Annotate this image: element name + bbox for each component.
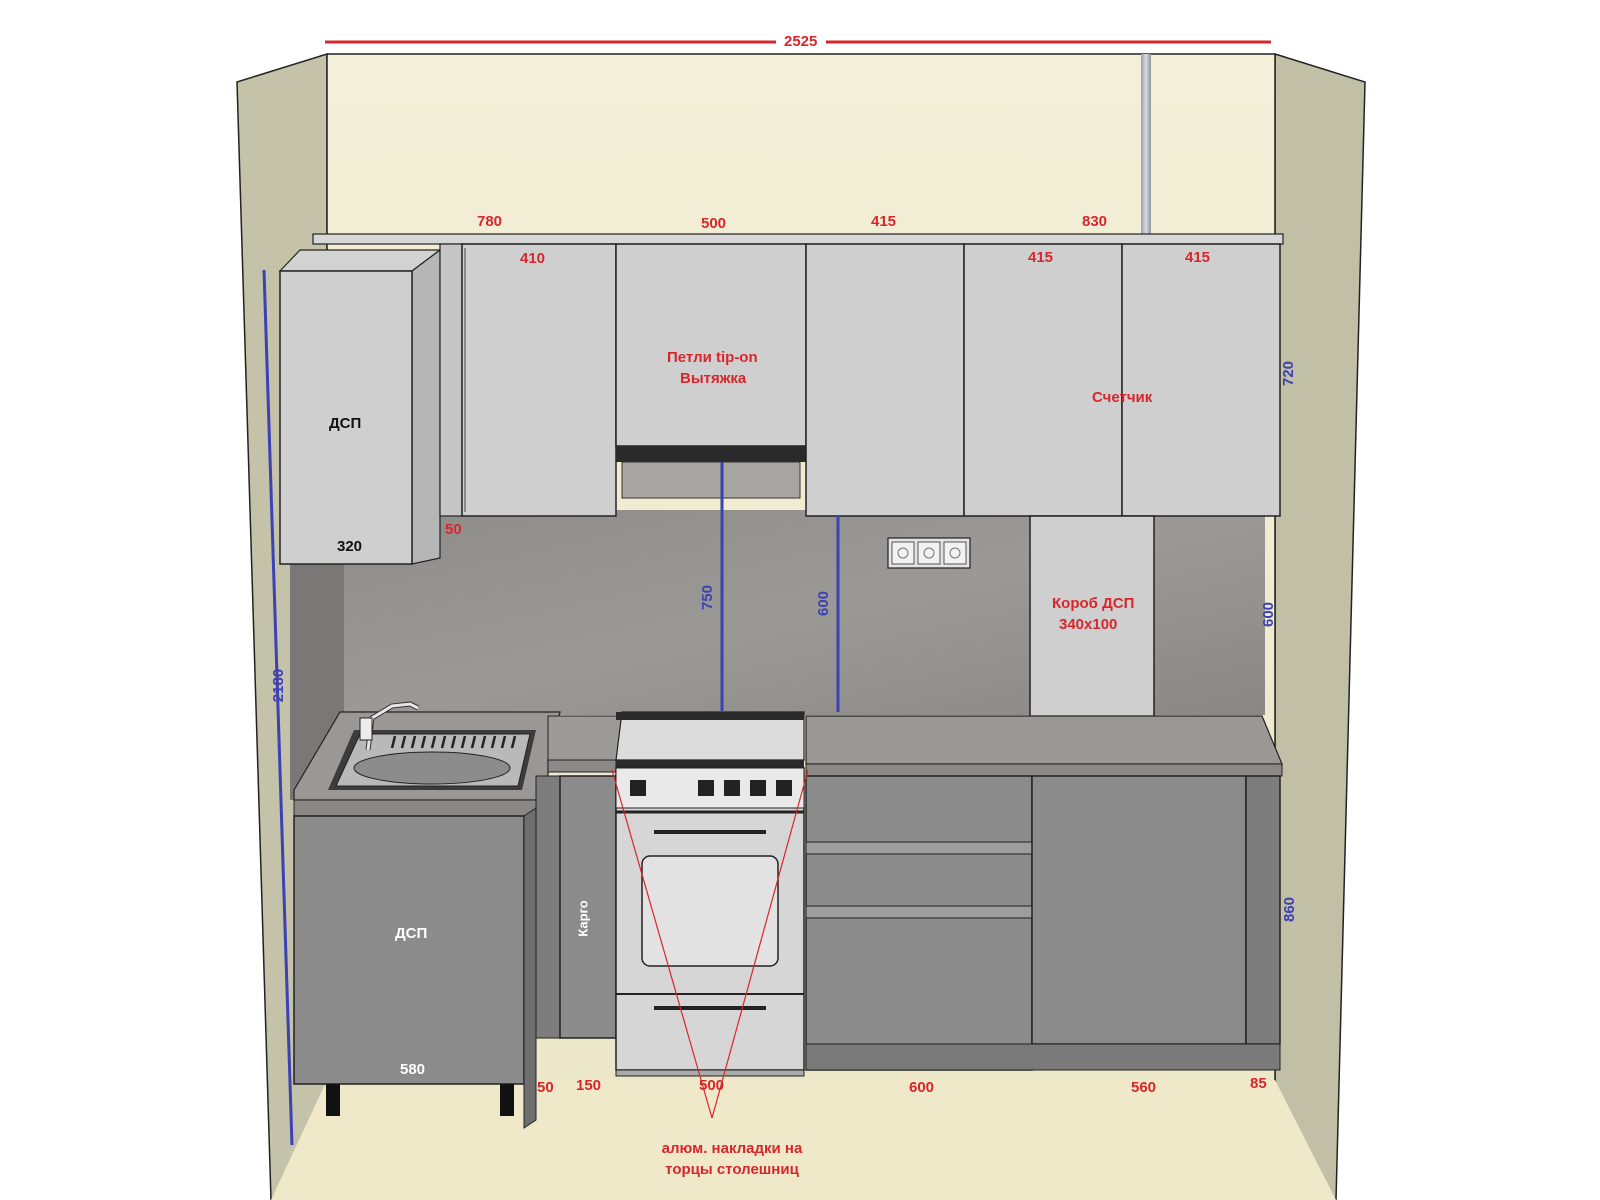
dim-hood-to-counter: 750 — [699, 584, 717, 611]
aluminum-note: алюм. накладки на торцы столешниц — [632, 1138, 832, 1180]
upper-cabinet-410 — [461, 243, 617, 517]
hood-cabinet — [615, 243, 807, 447]
dim-upper-left-group: 780 — [477, 213, 503, 230]
dim-cab-to-counter: 600 — [815, 590, 833, 617]
dim-upper-hood: 500 — [701, 215, 727, 232]
upper-material-label: ДСП — [329, 415, 362, 432]
upper-corner-cabinet — [279, 270, 413, 565]
right-base-cabinet — [1031, 775, 1247, 1045]
sink-base-cabinet — [293, 815, 525, 1085]
floor — [271, 1080, 1336, 1200]
dim-upper-mid: 415 — [871, 213, 897, 230]
lower-material-label: ДСП — [395, 925, 428, 942]
dim-base-gap: 50 — [537, 1079, 554, 1096]
meter-box — [1029, 515, 1155, 719]
hood-note-tip-on: Петли tip-on — [667, 349, 758, 366]
dim-sink-cab: 580 — [400, 1061, 426, 1078]
cargo-label: Карго — [575, 900, 591, 937]
dim-cargo: 150 — [576, 1077, 602, 1094]
dim-drawers: 600 — [909, 1079, 935, 1096]
sink — [328, 701, 536, 790]
dim-base-right: 560 — [1131, 1079, 1157, 1096]
dim-upper-height: 720 — [1280, 360, 1298, 387]
dim-upper-right-a: 415 — [1028, 249, 1054, 266]
upper-cabinet-right-a — [963, 243, 1123, 517]
dim-end-gap: 85 — [1250, 1075, 1267, 1092]
aluminum-note-line-1: алюм. накладки на — [661, 1140, 803, 1157]
countertop-right — [805, 715, 1283, 765]
dim-upper-right-b: 415 — [1185, 249, 1211, 266]
dim-total-width: 2525 — [784, 33, 818, 50]
dim-gap-left: 50 — [445, 521, 462, 538]
gas-pipe — [1141, 54, 1151, 240]
hood-note-hood: Вытяжка — [680, 370, 747, 387]
range-hood — [616, 446, 806, 462]
right-wall — [1274, 52, 1366, 1200]
aluminum-note-line-2: торцы столешниц — [665, 1161, 799, 1178]
socket-block — [887, 537, 971, 569]
dim-base-height: 860 — [1281, 896, 1299, 923]
cargo-cabinet — [559, 775, 617, 1039]
upper-cabinet-right-b — [1121, 243, 1281, 517]
dim-backsplash-right: 600 — [1260, 601, 1278, 628]
dim-upper-right-group: 830 — [1082, 213, 1108, 230]
counter-label: Счетчик — [1092, 389, 1153, 406]
stove — [615, 711, 805, 1077]
dim-upper-left-cab: 410 — [520, 250, 546, 267]
dim-corner-depth: 320 — [337, 538, 363, 555]
box-label-title: Короб ДСП — [1052, 595, 1135, 612]
dim-stove: 500 — [699, 1077, 725, 1094]
drawer-cabinet — [805, 775, 1033, 1071]
box-label-size: 340x100 — [1059, 616, 1118, 633]
wall-height-line — [262, 269, 294, 1146]
upper-cabinet-415 — [805, 243, 965, 517]
dim-wall-height: 2180 — [270, 668, 288, 703]
